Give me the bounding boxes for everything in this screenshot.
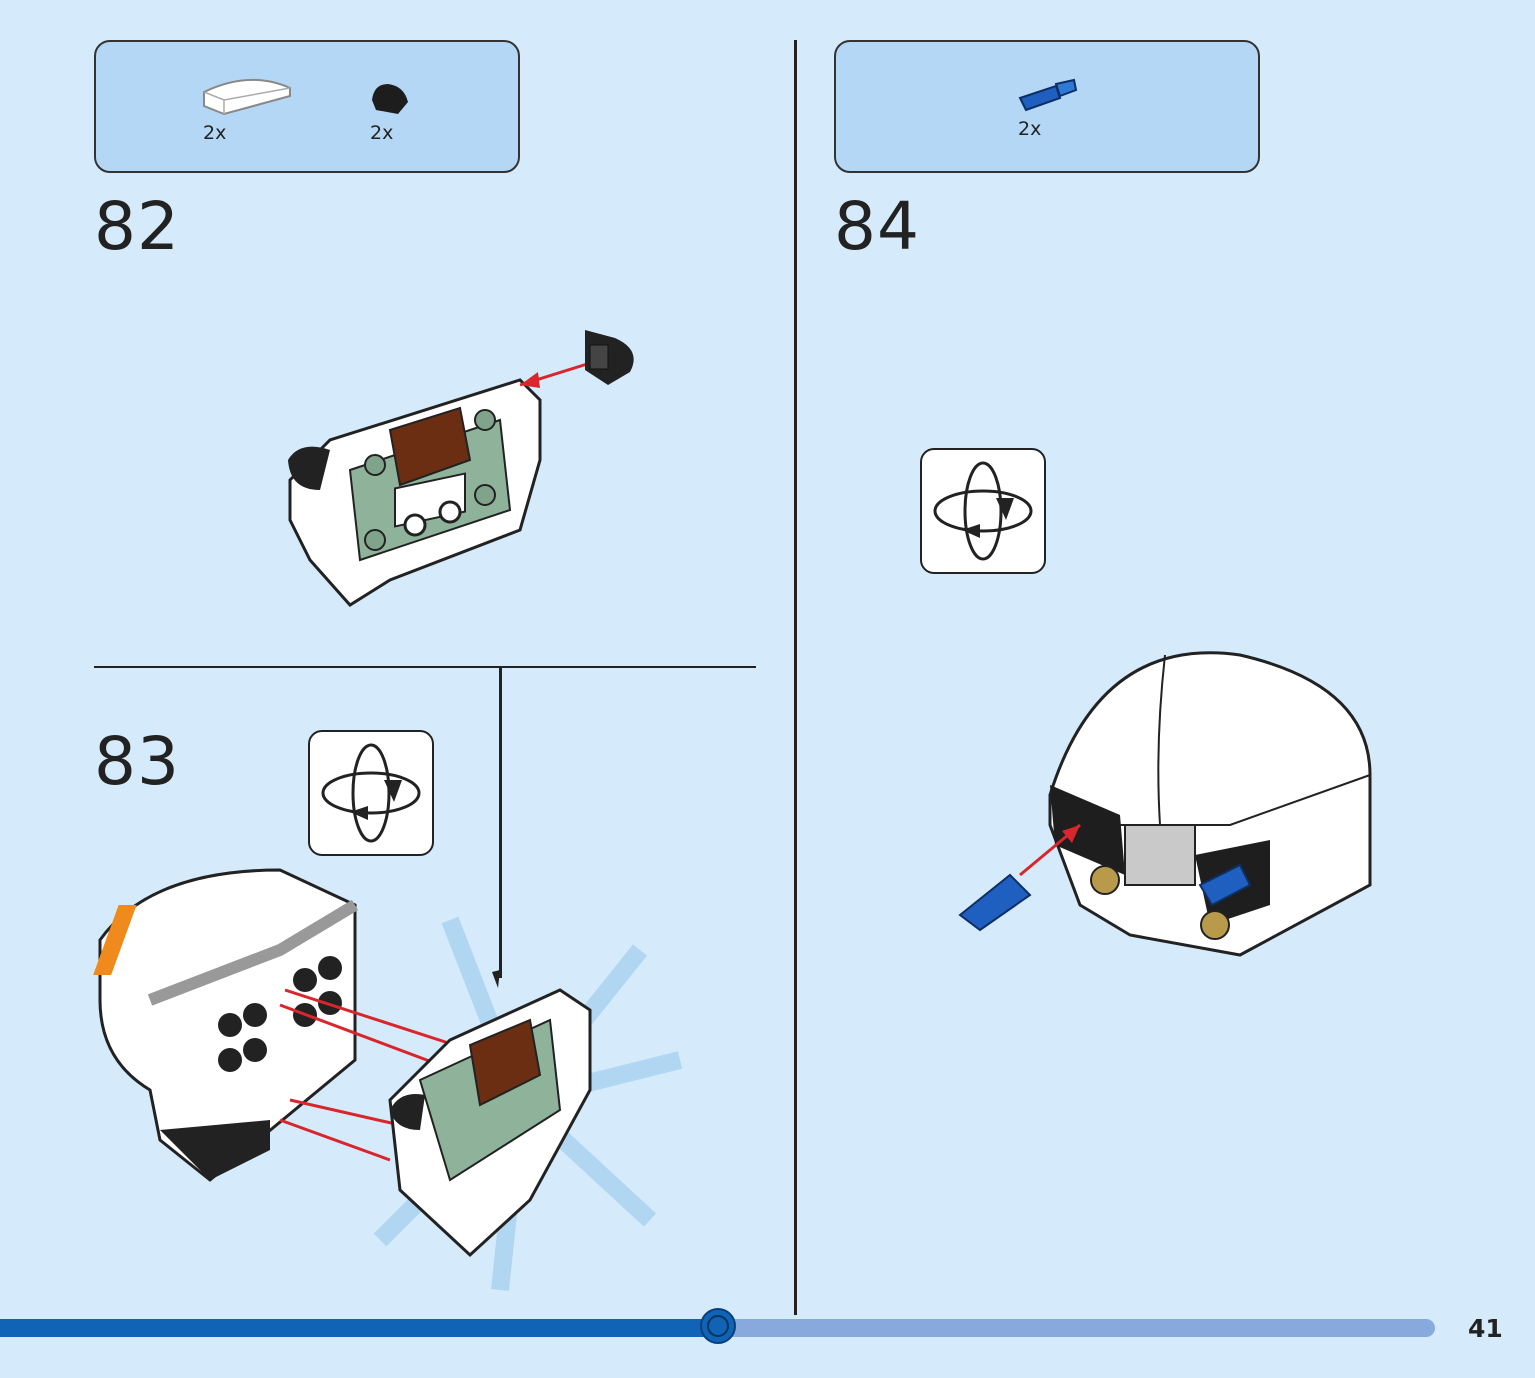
rotate-model-icon xyxy=(920,448,1046,574)
progress-marker xyxy=(699,1308,736,1344)
progress-bar xyxy=(0,1308,1435,1344)
connector-line xyxy=(499,668,502,978)
step-divider xyxy=(94,666,756,668)
page-number: 41 xyxy=(1468,1314,1503,1343)
parts-callout-step-84: 2x xyxy=(834,40,1260,173)
part-quantity: 2x xyxy=(1018,118,1042,140)
step-number-84: 84 xyxy=(834,188,920,265)
step-83-illustration xyxy=(93,868,683,1291)
black-round-tile-part-icon xyxy=(372,84,408,114)
column-divider xyxy=(794,40,797,1315)
step-82-illustration xyxy=(288,330,634,607)
rotate-model-icon xyxy=(308,730,434,856)
progress-fill xyxy=(0,1319,718,1337)
part-quantity: 2x xyxy=(203,122,227,144)
part-quantity: 2x xyxy=(370,122,394,144)
step-number-83: 83 xyxy=(94,723,180,800)
step-84-illustration xyxy=(958,651,1372,957)
blue-axle-pin-part-icon xyxy=(1018,78,1078,112)
parts-callout-step-82: 2x 2x xyxy=(94,40,520,173)
step-number-82: 82 xyxy=(94,188,180,265)
white-curved-slope-part-icon xyxy=(203,79,291,116)
